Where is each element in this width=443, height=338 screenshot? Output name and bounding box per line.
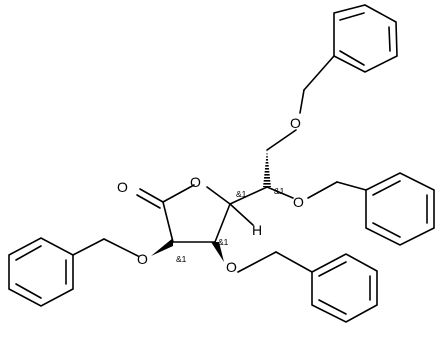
bond-o-top-c6 [266, 129, 297, 151]
stereo-label-c4: &1 [236, 189, 247, 199]
bond-right-ch2-o [307, 181, 338, 199]
bond-c5-o-right [266, 186, 294, 199]
bond-bottom-ch2-ring [275, 251, 313, 273]
benzene-ring-bottom [311, 253, 378, 323]
benzene-ring-top [333, 4, 398, 73]
atom-o-carbonyl: O [117, 179, 128, 195]
atom-h: H [252, 222, 262, 238]
bond-c3-c4 [214, 203, 231, 243]
atom-o-ring: O [190, 174, 201, 190]
atom-o-top: O [290, 115, 301, 131]
bond-c1-c2 [162, 201, 174, 243]
wedge-c2-o-left [151, 238, 173, 256]
bond-c4-h [229, 203, 254, 226]
bond-c4-c5 [229, 186, 268, 205]
wedge-c3-o-bottom [211, 242, 224, 262]
hashed-wedge-c5-c6 [263, 150, 271, 187]
bond-ring-o-c1 [162, 184, 195, 203]
bond-o-left-ch2 [103, 238, 139, 257]
bond-o-bottom-ch2 [237, 251, 277, 273]
stereo-label-c5: &1 [274, 186, 285, 196]
stereo-label-c3: &1 [218, 237, 229, 247]
atom-o-right: O [293, 194, 304, 210]
stereo-label-c2: &1 [176, 254, 187, 264]
bond-right-ring-ch2 [336, 181, 367, 191]
atom-o-bottom: O [226, 259, 237, 275]
benzene-ring-left [8, 237, 74, 307]
bond-top-ch2-o [299, 89, 305, 114]
bond-c4-ring-o [206, 186, 231, 205]
bond-top-ring-ch2 [303, 55, 335, 91]
bond-c1-carbonyl-double [136, 194, 161, 209]
benzene-ring-right [365, 172, 435, 246]
atom-o-left: O [137, 251, 148, 267]
bond-left-ch2-ring [72, 238, 105, 256]
bond-c1-carbonyl [139, 188, 164, 203]
